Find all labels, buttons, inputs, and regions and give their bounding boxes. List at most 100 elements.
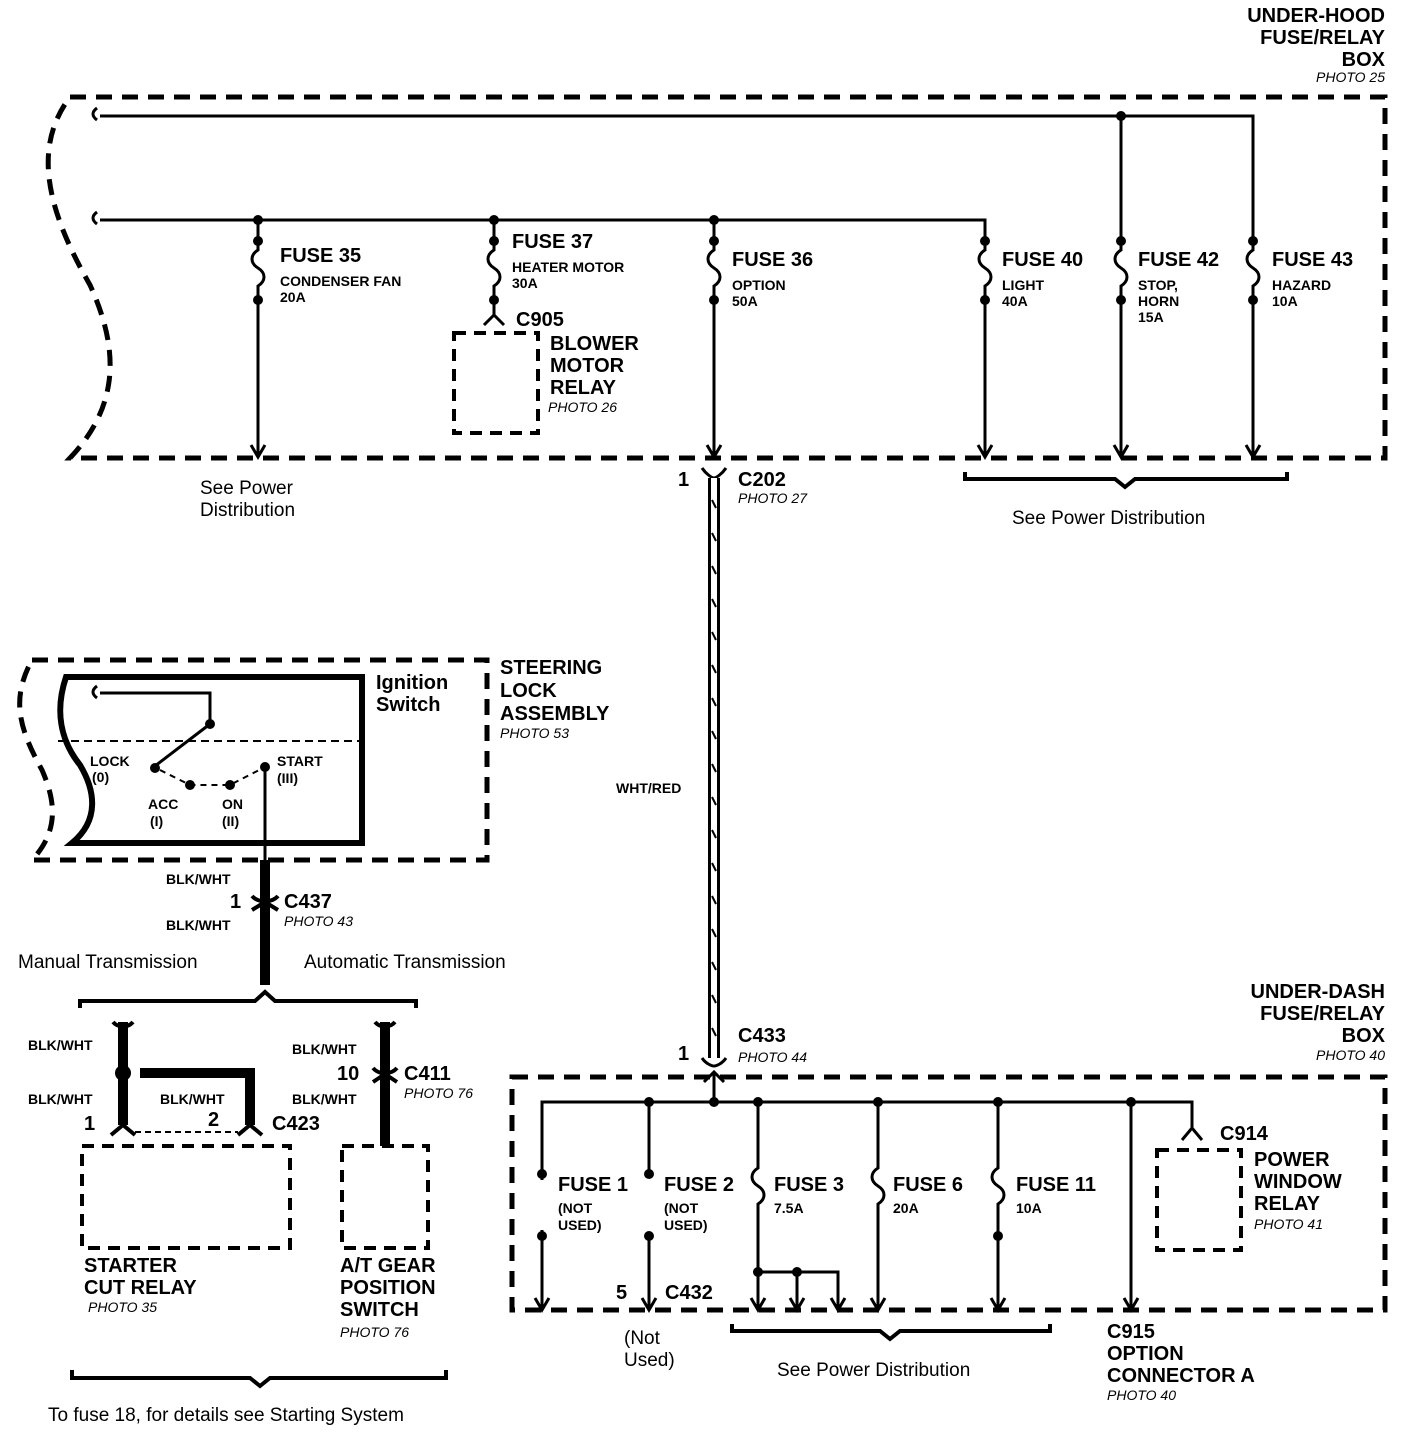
see-power-label-1b: Distribution xyxy=(200,500,295,521)
steering-lock-assembly: Ignition Switch LOCK (0) ACC (I) ON (II)… xyxy=(17,657,610,885)
starter-junction xyxy=(115,1065,131,1081)
junction-dot xyxy=(980,295,990,305)
ud-fuse-11-rating: 10A xyxy=(1016,1200,1042,1216)
wire-stripe xyxy=(711,499,717,509)
junction-dot xyxy=(253,295,263,305)
ud-fuse-2-desc-1: (NOT xyxy=(664,1200,699,1216)
at-gear-switch-group: BLK/WHT 10 BLK/WHT C411 PHOTO 76 A/T GEA… xyxy=(292,1020,473,1340)
wire-stripe xyxy=(711,796,717,806)
steering-lock-title-1: STEERING xyxy=(500,657,602,679)
blower-relay-name-1: BLOWER xyxy=(550,333,639,355)
fuse-40-symbol xyxy=(977,240,993,455)
fuse-42-name: FUSE 42 xyxy=(1138,249,1219,271)
fuse-37-rating: 30A xyxy=(512,275,538,291)
wire-stripe xyxy=(711,697,717,707)
under-hood-photo: PHOTO 25 xyxy=(1316,69,1385,85)
under-hood-box-outline xyxy=(45,94,1388,461)
steering-lock-title-2: LOCK xyxy=(500,680,557,702)
power-window-relay-photo: PHOTO 41 xyxy=(1254,1216,1323,1232)
fuse-43-desc: HAZARD xyxy=(1272,277,1331,293)
c433-label: C433 xyxy=(738,1025,786,1047)
c437-label: C437 xyxy=(284,891,332,913)
fuse-36-symbol xyxy=(706,220,722,455)
wire-stripe xyxy=(711,862,717,872)
connector-c411-bottom xyxy=(371,1071,399,1084)
junction-dot xyxy=(489,295,499,305)
steering-lock-outline xyxy=(17,657,490,863)
connector-c202 xyxy=(700,467,728,480)
under-dash-box-outline xyxy=(509,1074,1388,1313)
see-power-label-2: See Power Distribution xyxy=(1012,508,1205,529)
fuse-43-rating: 10A xyxy=(1272,293,1298,309)
ignition-switch-label-1: Ignition xyxy=(376,672,448,694)
arrow-head xyxy=(1112,444,1130,460)
wire-stripe xyxy=(711,829,717,839)
ignition-wiper xyxy=(154,722,211,768)
fuse-43-name: FUSE 43 xyxy=(1272,249,1353,271)
wire-stripe xyxy=(711,994,717,1004)
see-power-label-1a: See Power xyxy=(200,478,294,499)
c433-pin: 1 xyxy=(678,1043,689,1065)
starter-cut-relay-box xyxy=(80,1144,292,1250)
power-window-relay-box xyxy=(1155,1148,1243,1252)
junction-dot xyxy=(1116,295,1126,305)
ud-fuse-11-symbol xyxy=(990,1102,1006,1308)
c915-photo: PHOTO 40 xyxy=(1107,1387,1176,1403)
wire-stripe xyxy=(711,598,717,608)
fuse-37-symbol xyxy=(486,220,502,315)
c423-pin-1-label: 1 xyxy=(84,1113,95,1135)
at-gear-wire-label-1: BLK/WHT xyxy=(292,1041,357,1057)
automatic-transmission-label: Automatic Transmission xyxy=(304,952,506,973)
ud-fuse-3-rating: 7.5A xyxy=(774,1200,804,1216)
fuse-36-rating: 50A xyxy=(732,293,758,309)
blower-relay-photo: PHOTO 26 xyxy=(548,399,617,415)
wire-stripe xyxy=(711,763,717,773)
acc-label-num: (I) xyxy=(150,813,163,829)
blower-relay-name-3: RELAY xyxy=(550,377,617,399)
start-label-num: (III) xyxy=(277,770,298,786)
connector-c914 xyxy=(1180,1125,1204,1141)
battery-bus-top xyxy=(91,106,1255,240)
ud-fuse-1-name: FUSE 1 xyxy=(558,1174,628,1196)
ud-power-brace xyxy=(730,1324,1052,1342)
under-hood-title-1: UNDER-HOOD xyxy=(1247,5,1385,27)
wire-stripe xyxy=(711,532,717,542)
start-label: START xyxy=(277,753,323,769)
lock-label: LOCK xyxy=(90,753,130,769)
fuse-37-desc: HEATER MOTOR xyxy=(512,259,624,275)
starter-wire-2 xyxy=(140,1068,255,1125)
fuse-42-desc-1: STOP, xyxy=(1138,277,1178,293)
ud-fuse-11-name: FUSE 11 xyxy=(1016,1174,1096,1196)
fuse-42-desc-2: HORN xyxy=(1138,293,1179,309)
wire-stripe xyxy=(711,895,717,905)
starter-cut-relay-group: BLK/WHT BLK/WHT BLK/WHT 1 2 C423 STARTER… xyxy=(28,1020,320,1315)
arrow-head xyxy=(249,444,267,460)
c915-label: C915 xyxy=(1107,1321,1155,1343)
starter-wire-label-3: BLK/WHT xyxy=(160,1091,225,1107)
not-used-label-2: Used) xyxy=(624,1350,675,1371)
fuse-43-symbol xyxy=(1245,240,1261,455)
junction-dot xyxy=(709,295,719,305)
fuse-40-name: FUSE 40 xyxy=(1002,249,1083,271)
wire-stripe xyxy=(711,961,717,971)
junction-dot xyxy=(1248,295,1258,305)
steering-lock-title-3: ASSEMBLY xyxy=(500,703,610,725)
c411-label: C411 xyxy=(404,1063,451,1085)
transmission-brace xyxy=(78,989,418,1008)
c202-pin: 1 xyxy=(678,469,689,491)
on-label-num: (II) xyxy=(222,813,239,829)
under-hood-title-3: BOX xyxy=(1342,49,1386,71)
starter-wire-label-2: BLK/WHT xyxy=(28,1091,93,1107)
arrow-head xyxy=(976,444,994,460)
fuse-40-rating: 40A xyxy=(1002,293,1028,309)
to-fuse-18-label: To fuse 18, for details see Starting Sys… xyxy=(48,1405,404,1426)
wire-stripes xyxy=(711,499,717,1037)
wire-stripe xyxy=(711,565,717,575)
under-dash-box: UNDER-DASH FUSE/RELAY BOX PHOTO 40 FUSE … xyxy=(509,981,1388,1313)
blower-relay-name-2: MOTOR xyxy=(550,355,625,377)
c915-name-2: CONNECTOR A xyxy=(1107,1365,1255,1387)
c432-pin: 5 xyxy=(616,1282,627,1304)
wire-stripe xyxy=(711,928,717,938)
connector-c905 xyxy=(482,312,506,327)
